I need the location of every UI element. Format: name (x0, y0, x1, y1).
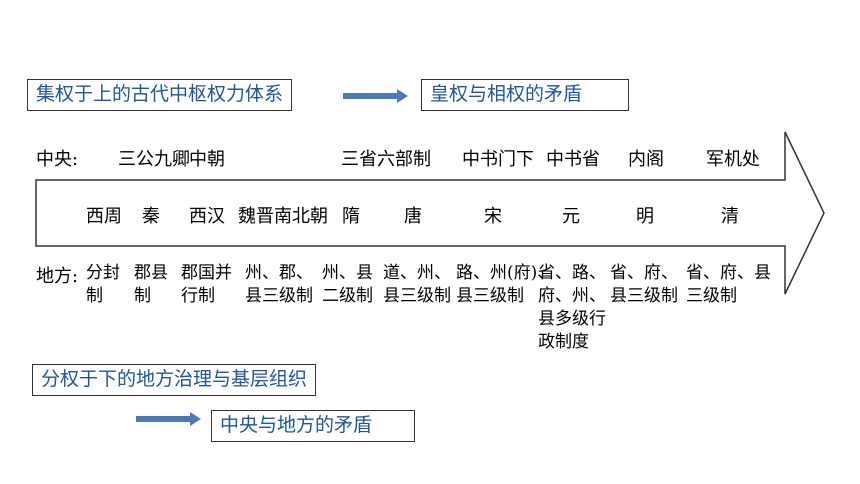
dynasty-label: 西汉 (189, 206, 225, 227)
dynasty-label: 元 (562, 206, 580, 227)
local-item: 道、州、县三级制 (383, 263, 451, 306)
local-item: 州、县二级制 (322, 263, 373, 306)
central-label: 中央: (36, 149, 79, 170)
dynasty-label: 秦 (142, 206, 160, 227)
right-arrow-icon (136, 412, 201, 426)
right-arrow-icon (343, 89, 408, 103)
central-item: 中朝 (189, 149, 225, 170)
local-governance-box: 分权于下的地方治理与基层组织 (32, 364, 317, 396)
central-item: 中书省 (546, 149, 600, 170)
local-item: 省、府、县三级制 (610, 263, 678, 306)
local-item: 郡国并行制 (181, 263, 232, 306)
central-item: 内阁 (628, 149, 664, 170)
dynasty-label: 宋 (484, 206, 502, 227)
dynasty-label: 西周 (86, 206, 122, 227)
dynasty-label: 隋 (342, 206, 360, 227)
central-item: 中书门下 (462, 149, 534, 170)
central-item: 三省六部制 (341, 149, 431, 170)
local-item: 分封制 (86, 263, 120, 306)
dynasty-label: 明 (636, 206, 654, 227)
dynasty-label: 魏晋南北朝 (238, 206, 328, 227)
local-item: 省、府、县三级制 (686, 263, 771, 306)
dynasty-label: 唐 (404, 206, 422, 227)
dynasty-label: 清 (721, 206, 739, 227)
emperor-chancellor-conflict-box: 皇权与相权的矛盾 (421, 79, 629, 111)
central-item: 军机处 (706, 149, 760, 170)
local-item: 州、郡、县三级制 (245, 263, 313, 306)
central-power-box: 集权于上的古代中枢权力体系 (27, 79, 293, 111)
central-item: 三公九卿 (118, 149, 190, 170)
local-item: 路、州(府)、县三级制 (456, 263, 555, 306)
local-label: 地方: (36, 266, 79, 287)
local-item: 省、路、府、州、 县多级行政制度 (538, 263, 606, 352)
central-local-conflict-box: 中央与地方的矛盾 (211, 410, 415, 442)
local-item: 郡县制 (134, 263, 168, 306)
